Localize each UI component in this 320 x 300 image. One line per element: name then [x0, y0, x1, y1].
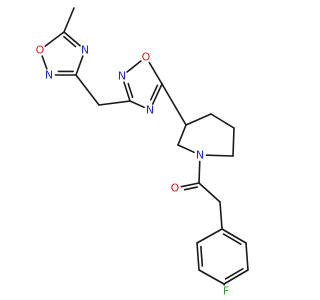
- bond-ox1_C3-ch2_link: [75, 74, 100, 106]
- bond-ph_C1-ph_C2: [221, 228, 247, 244]
- bond-ch2_link-ox2_C3: [98, 100, 131, 106]
- bond-layer: [41, 7, 249, 286]
- bond-ox2_C5-ox2_N4-second-line: [149, 84, 159, 101]
- bond-pip_C2-pip_C3: [177, 124, 187, 146]
- atom-label-ox1_N4: N: [81, 44, 89, 57]
- bond-ph_C3-ph_C4-second-line: [224, 268, 244, 280]
- atom-label-ox1_N2: N: [45, 69, 53, 82]
- bond-ch2_benzyl-ph_C1: [219, 201, 223, 230]
- bond-ox1_C5-ox1_O1: [44, 31, 65, 47]
- bond-ph_C1-ph_C2-second-line: [222, 233, 242, 245]
- bond-ox2_C5-ox2_N4: [151, 83, 163, 105]
- bond-pip_C6-pip_N1: [205, 154, 234, 157]
- bond-pip_C4-pip_C5: [210, 113, 235, 129]
- bond-ox2_C5-pip_C3: [161, 83, 187, 126]
- atom-label-ox2_N4: N: [146, 104, 154, 117]
- bond-ph_C5-ph_C6: [196, 242, 200, 271]
- bond-pip_N1-carbonyl_C: [198, 160, 201, 184]
- bond-ox2_N2-ox2_O1: [126, 60, 142, 73]
- atom-label-carbonyl_O: O: [171, 182, 180, 195]
- bond-ox1_N4-ox1_C5-second-line: [63, 35, 77, 48]
- atom-label-ox1_O1: O: [36, 44, 45, 57]
- atom-label-F: F: [223, 285, 229, 298]
- bond-carbonyl_C-ch2_benzyl: [198, 182, 221, 203]
- bond-ox1_C5-methyl: [63, 7, 75, 33]
- bond-ox2_O1-ox2_C5: [148, 61, 163, 85]
- atom-label-pip_N1: N: [196, 149, 204, 162]
- bond-ph_C4-ph_C5: [198, 269, 225, 285]
- bond-pip_C3-pip_C4: [185, 113, 212, 126]
- bond-ph_C6-ph_C1: [196, 228, 223, 244]
- bond-ph_C2-ph_C3: [245, 242, 249, 271]
- atom-label-ox2_O1: O: [142, 51, 151, 64]
- bond-carbonyl_C-carbonyl_O: [180, 182, 200, 188]
- bond-pip_N1-pip_C2: [177, 144, 195, 154]
- bond-ph_C5-ph_C6-second-line: [200, 245, 204, 267]
- bond-ox1_N4-ox1_C5: [63, 31, 81, 47]
- atom-label-ox2_N2: N: [118, 70, 126, 83]
- bond-ox2_C3-ox2_N2-second-line: [127, 82, 134, 99]
- bond-ox1_O1-ox1_N2: [41, 55, 48, 70]
- bond-ox2_N4-ox2_C3: [129, 100, 145, 109]
- bond-ox1_C3-ox1_N4: [75, 55, 84, 76]
- bond-pip_C5-pip_C6: [232, 127, 235, 157]
- bond-ox2_C3-ox2_N2: [123, 81, 131, 102]
- bond-ph_C3-ph_C4: [223, 269, 249, 285]
- bond-carbonyl_C-carbonyl_O-second-line: [183, 186, 199, 191]
